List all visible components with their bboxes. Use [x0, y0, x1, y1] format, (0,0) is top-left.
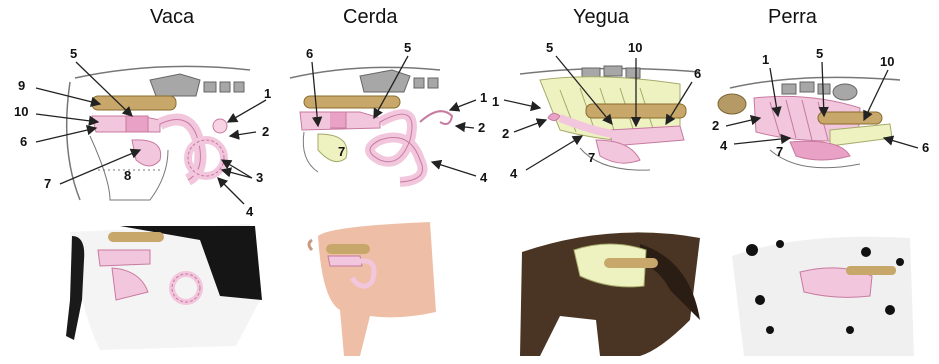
vaca-ovary: [213, 119, 227, 133]
label-yegua-5: 5: [546, 40, 553, 55]
vaca-cervix: [126, 116, 148, 132]
label-yegua-6: 6: [694, 66, 701, 81]
label-cerda-4: 4: [480, 170, 487, 185]
label-vaca-2: 2: [262, 124, 269, 139]
vaca-bladder: [132, 140, 161, 166]
label-vaca-6: 6: [20, 134, 27, 149]
cerda-oviduct: [420, 111, 452, 124]
label-vaca-3: 3: [256, 170, 263, 185]
vaca-rectum: [92, 96, 176, 110]
label-cerda-5: 5: [404, 40, 411, 55]
yegua-schematic: [520, 66, 700, 170]
label-vaca-7: 7: [44, 176, 51, 191]
label-perra-6: 6: [922, 140, 929, 155]
label-yegua-7: 7: [588, 150, 595, 165]
vaca-schematic: [67, 66, 250, 200]
perra-rectum: [818, 112, 882, 124]
label-cerda-6: 6: [306, 46, 313, 61]
perra-schematic: [718, 77, 900, 167]
yegua-vagina: [610, 126, 684, 146]
vaca-vertebrae: [150, 74, 244, 96]
perra-kidney: [718, 94, 746, 114]
label-cerda-1: 1: [480, 90, 487, 105]
label-perra-4: 4: [720, 138, 727, 153]
label-perra-7: 7: [776, 144, 783, 159]
label-perra-5: 5: [816, 46, 823, 61]
label-yegua-4: 4: [510, 166, 517, 181]
label-vaca-9: 9: [18, 78, 25, 93]
label-perra-2: 2: [712, 118, 719, 133]
perra-photo: [732, 237, 914, 356]
label-yegua-10: 10: [628, 40, 642, 55]
label-yegua-2: 2: [502, 126, 509, 141]
label-vaca-1: 1: [264, 86, 271, 101]
label-vaca-5: 5: [70, 46, 77, 61]
cerda-photo: [309, 222, 436, 356]
label-vaca-8: 8: [124, 168, 131, 183]
label-perra-10: 10: [880, 54, 894, 69]
label-yegua-1: 1: [492, 94, 499, 109]
yegua-photo: [520, 222, 710, 356]
label-perra-1: 1: [762, 52, 769, 67]
label-cerda-2: 2: [478, 120, 485, 135]
label-cerda-7: 7: [338, 144, 345, 159]
vaca-photo: [66, 224, 262, 350]
label-vaca-4: 4: [246, 204, 253, 219]
label-vaca-10: 10: [14, 104, 28, 119]
